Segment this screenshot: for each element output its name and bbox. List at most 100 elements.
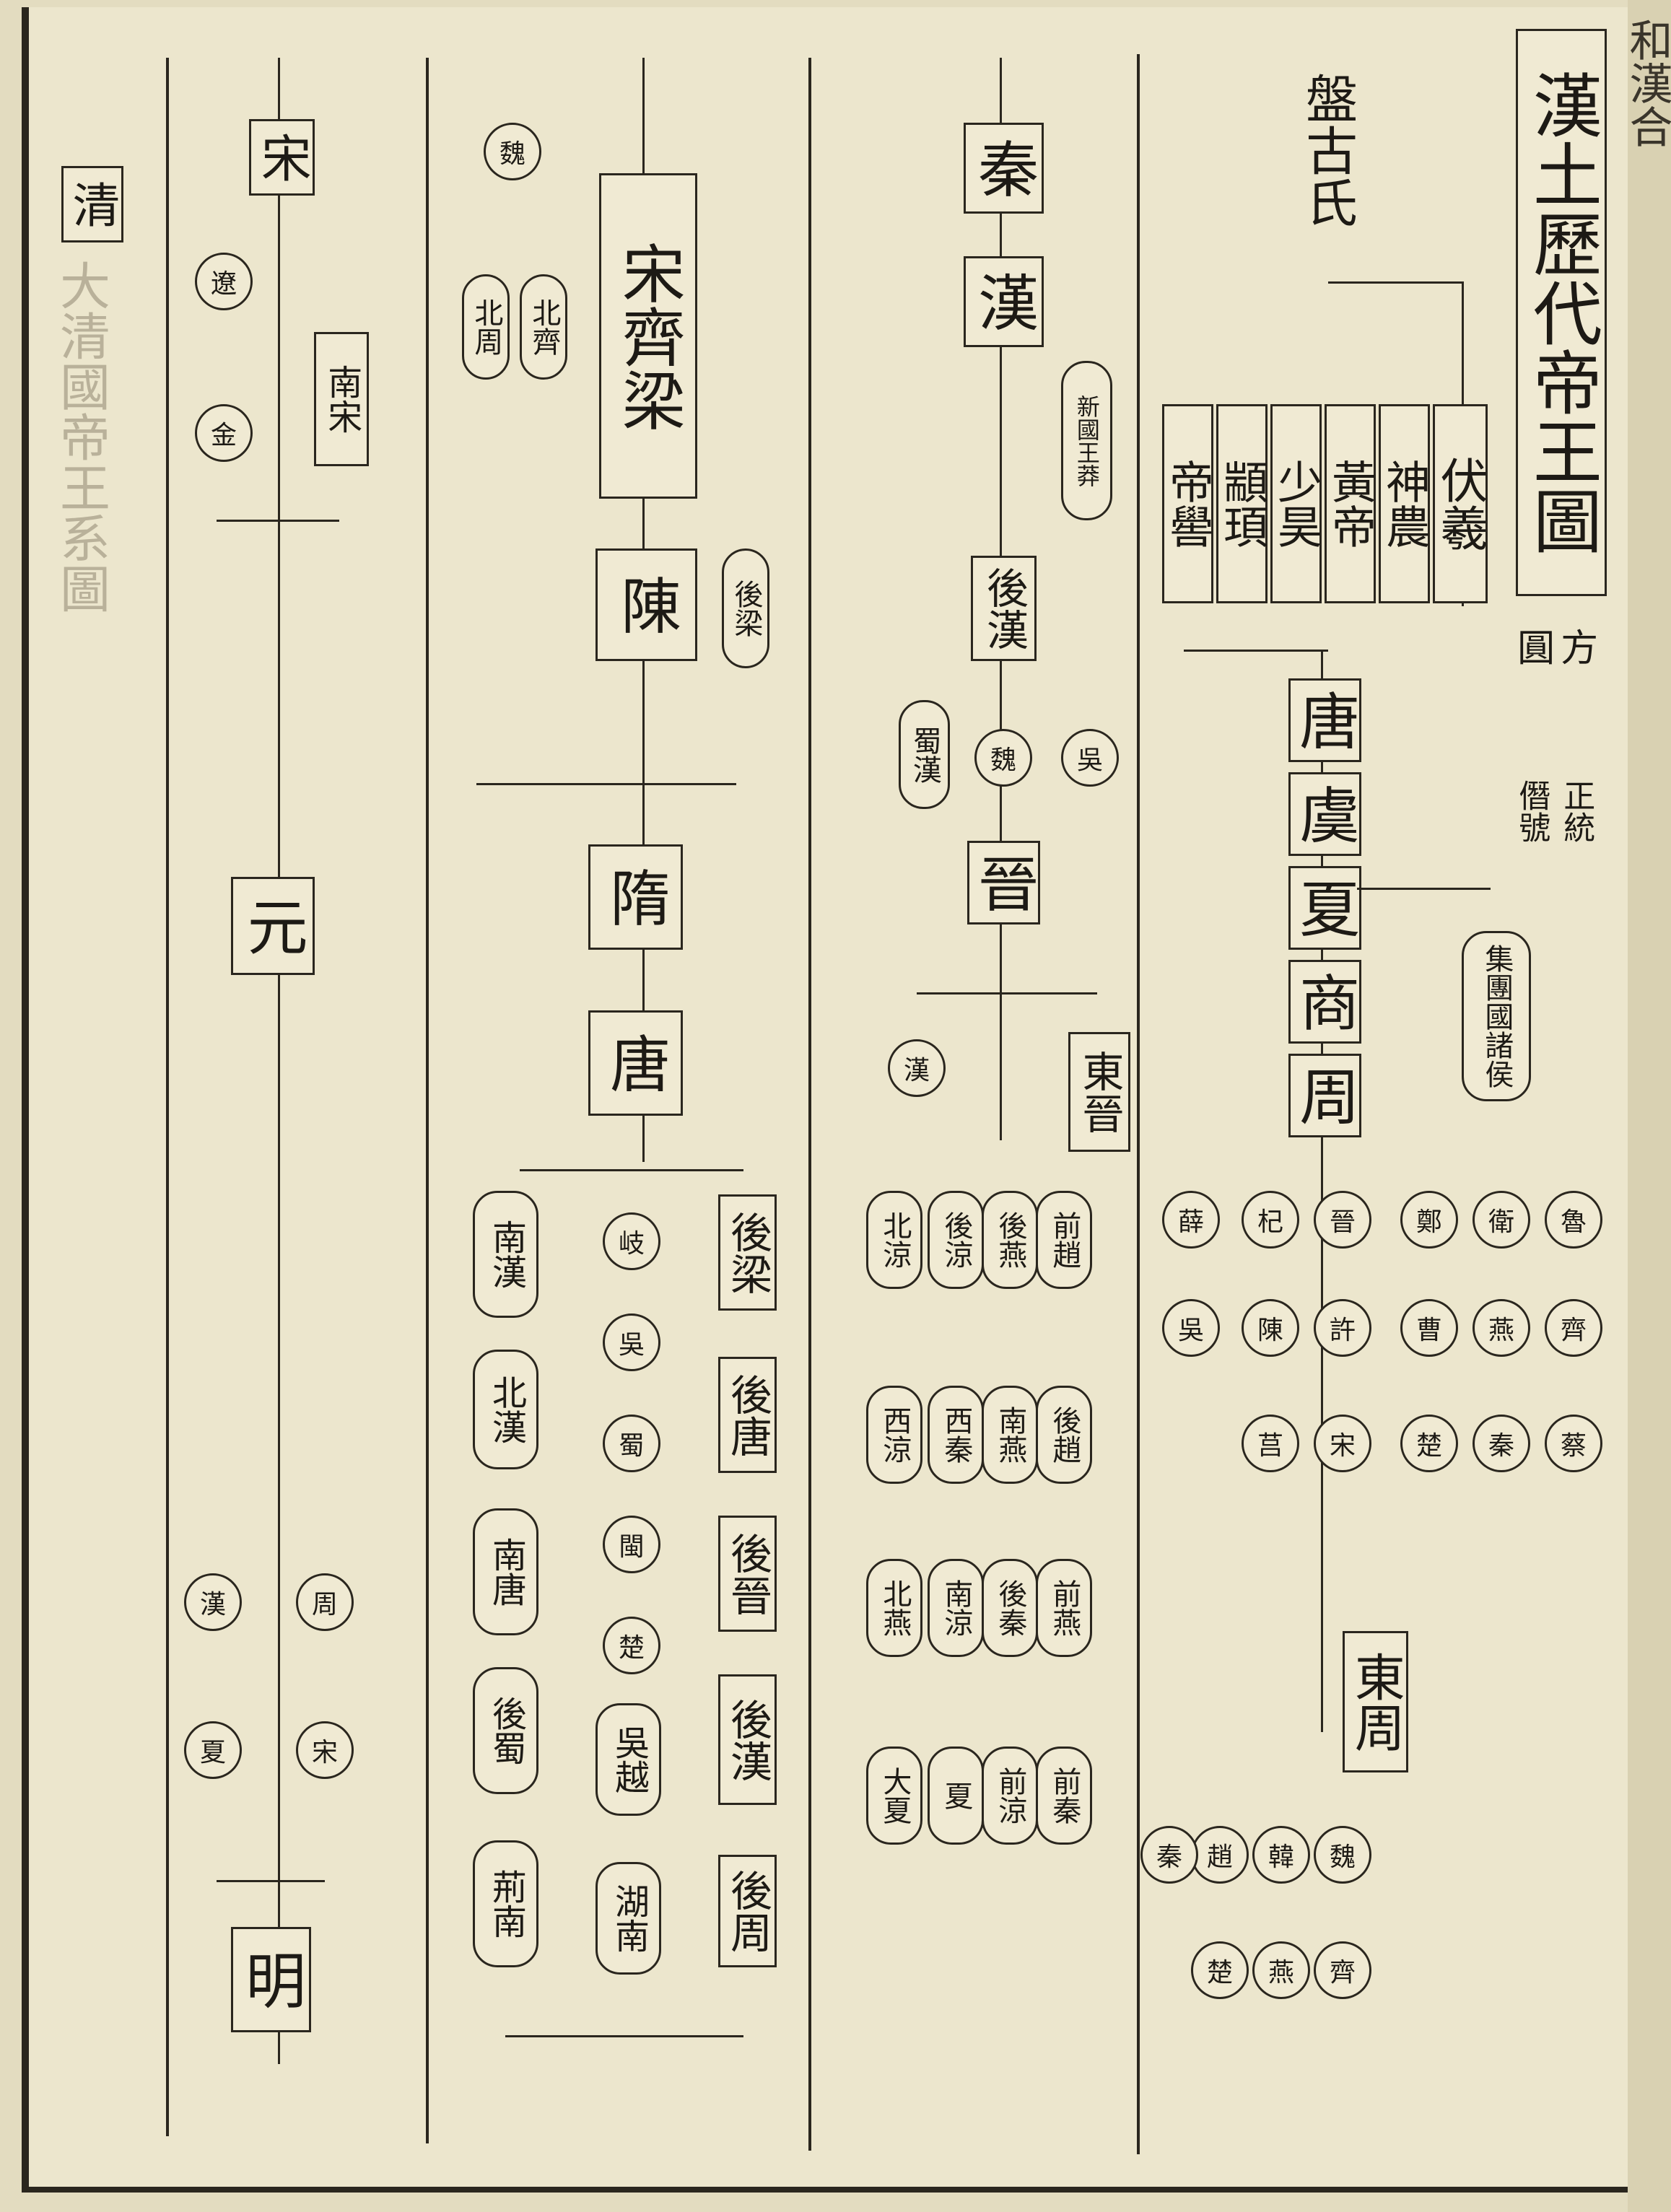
- book-edge: [1628, 0, 1671, 2212]
- wei-state: 魏: [974, 729, 1032, 787]
- link-line: [278, 58, 280, 2064]
- sixteen-kingdom: 西涼: [866, 1386, 922, 1484]
- dynasty-liang: 梁: [611, 367, 686, 432]
- warring-state: 秦: [1140, 1826, 1198, 1884]
- dynasty-east-jin: 東晉: [1068, 1032, 1130, 1152]
- link-line: [217, 1880, 325, 1882]
- state-seal: 陳: [1242, 1299, 1299, 1357]
- sixteen-kingdom: 前涼: [982, 1747, 1038, 1845]
- dynasty-han: 漢: [964, 256, 1044, 347]
- warring-state: 楚: [1191, 1941, 1249, 1999]
- link-line: [917, 992, 1097, 994]
- dynasty-qin: 秦: [964, 123, 1044, 214]
- state-seal: 杞: [1242, 1191, 1299, 1249]
- later-liang-west: 後梁: [722, 548, 769, 668]
- other-kingdom: 南唐: [473, 1508, 538, 1635]
- dynasty-later-han: 後漢: [971, 556, 1037, 661]
- north-wei: 魏: [484, 123, 541, 180]
- rebel-xia: 夏: [184, 1721, 242, 1779]
- five-dynasty: 後周: [718, 1855, 777, 1967]
- link-line: [520, 1169, 743, 1171]
- sixteen-kingdom: 西秦: [928, 1386, 984, 1484]
- sixteen-kingdom: 前秦: [1036, 1747, 1092, 1845]
- sixteen-kingdom: 前燕: [1036, 1559, 1092, 1657]
- sixteen-kingdom: 後趙: [1036, 1386, 1092, 1484]
- other-kingdom: 南漢: [473, 1191, 538, 1318]
- legend-square: 方: [1553, 628, 1597, 665]
- rebel-zhou: 周: [296, 1573, 354, 1631]
- sixteen-kingdom: 後燕: [982, 1191, 1038, 1289]
- ruler: 神農: [1378, 404, 1431, 603]
- warring-state: 齊: [1314, 1941, 1371, 1999]
- side-state: 集團國諸侯: [1462, 931, 1531, 1101]
- five-dynasty: 後梁: [718, 1194, 777, 1311]
- state-seal: 鄭: [1400, 1191, 1458, 1249]
- link-line: [505, 2035, 743, 2037]
- state-seal: 燕: [1473, 1299, 1530, 1357]
- link-line: [1357, 888, 1491, 890]
- shu-han: 蜀漢: [899, 700, 950, 809]
- dynasty-yuan: 元: [231, 877, 315, 975]
- dynasty-ming: 明: [231, 1927, 311, 2032]
- margin-text: 和漢合: [1622, 18, 1671, 148]
- five-dynasty: 後唐: [718, 1357, 777, 1473]
- sixteen-kingdom: 前趙: [1036, 1191, 1092, 1289]
- state-seal: 許: [1314, 1299, 1371, 1357]
- dynasty-song-main: 宋: [249, 119, 315, 196]
- dynasty-sui: 隋: [588, 844, 683, 950]
- ruler: 顓頊: [1216, 404, 1268, 603]
- frame-line: [166, 58, 169, 2136]
- ten-kingdom: 湖南: [595, 1862, 661, 1975]
- ten-kingdom: 蜀: [603, 1415, 660, 1472]
- ten-kingdom: 閩: [603, 1516, 660, 1573]
- sixteen-kingdom: 大夏: [866, 1747, 922, 1845]
- legend-usurper: 僭號: [1513, 779, 1550, 843]
- other-kingdom: 北漢: [473, 1350, 538, 1469]
- han-state: 漢: [888, 1039, 946, 1097]
- legend-round: 圓: [1510, 628, 1554, 665]
- state-seal: 薛: [1162, 1191, 1220, 1249]
- warring-state: 韓: [1252, 1826, 1310, 1884]
- dynasty-zhou: 周: [1288, 1054, 1361, 1137]
- legend-orthodox: 正統: [1558, 779, 1595, 843]
- link-line: [1184, 650, 1328, 652]
- link-line: [476, 783, 736, 785]
- dynasty-jin: 晉: [967, 841, 1040, 924]
- state-seal: 齊: [1545, 1299, 1602, 1357]
- five-dynasty: 後晉: [718, 1516, 777, 1632]
- other-kingdom: 後蜀: [473, 1667, 538, 1794]
- rebel-han: 漢: [184, 1573, 242, 1631]
- ruler: 帝嚳: [1161, 404, 1214, 603]
- dynasty-xia: 夏: [1288, 866, 1361, 950]
- sixteen-kingdom: 後涼: [928, 1191, 984, 1289]
- ruler: 黃帝: [1324, 404, 1376, 603]
- state-seal: 蔡: [1545, 1415, 1602, 1472]
- link-line: [1321, 650, 1323, 1732]
- faint-title: 大清國帝王系圖: [51, 260, 111, 613]
- state-seal: 楚: [1400, 1415, 1458, 1472]
- frame-line: [426, 58, 429, 2143]
- frame-line: [808, 58, 811, 2151]
- link-line: [1328, 281, 1462, 284]
- state-seal: 宋: [1314, 1415, 1371, 1472]
- dynasty-qi: 齊: [611, 304, 686, 368]
- state-seal: 秦: [1473, 1415, 1530, 1472]
- pangu: 盤古氏: [1296, 72, 1358, 228]
- warring-state: 燕: [1252, 1941, 1310, 1999]
- xin-wang-mang: 新國王莽: [1061, 361, 1112, 520]
- dynasty-song: 宋: [611, 240, 686, 305]
- state-seal: 曹: [1400, 1299, 1458, 1357]
- state-seal: 衛: [1473, 1191, 1530, 1249]
- warring-state: 魏: [1314, 1826, 1371, 1884]
- dynasty-qing: 清: [61, 166, 123, 242]
- dynasty-tang-main: 唐: [588, 1010, 683, 1116]
- north-zhou: 北周: [462, 274, 510, 380]
- other-kingdom: 荊南: [473, 1840, 538, 1967]
- ten-kingdom: 岐: [603, 1212, 660, 1270]
- state-seal: 莒: [1242, 1415, 1299, 1472]
- rebel-song: 宋: [296, 1721, 354, 1779]
- ten-kingdom: 吳越: [595, 1703, 661, 1816]
- dynasty-chen: 陳: [595, 548, 697, 661]
- wu-state: 吳: [1061, 729, 1119, 787]
